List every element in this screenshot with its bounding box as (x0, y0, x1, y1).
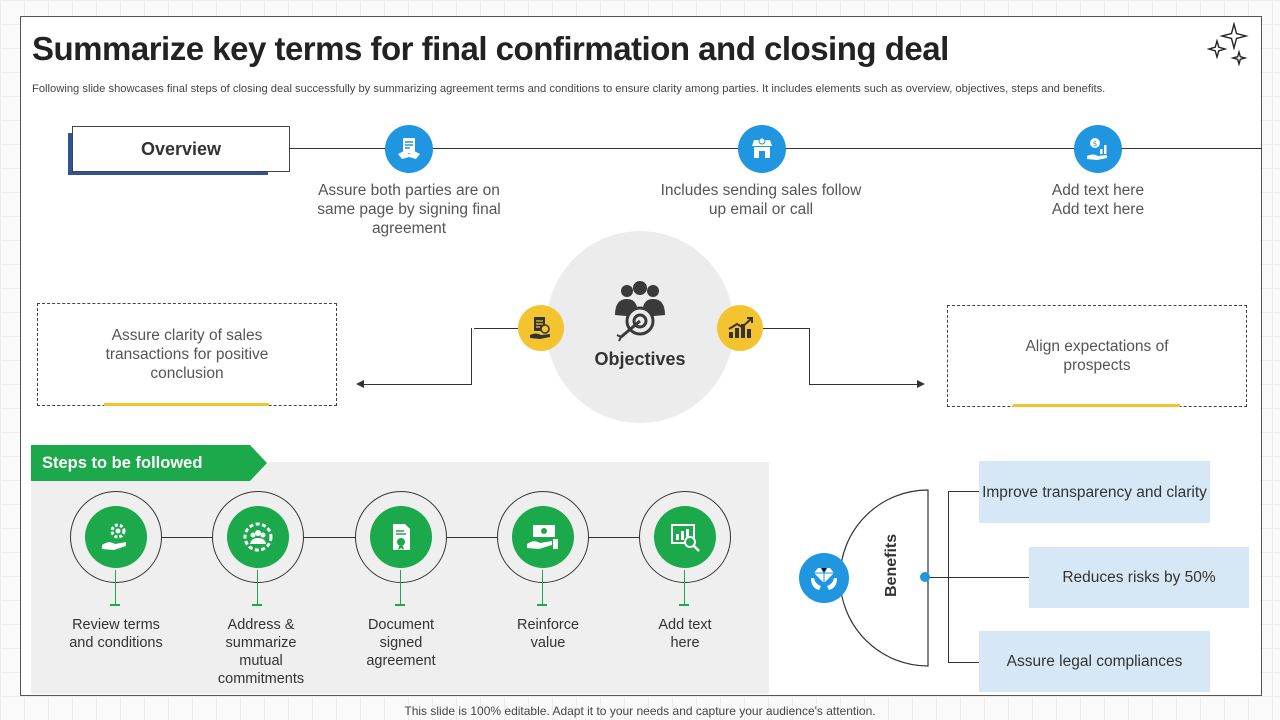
connector-line (763, 328, 810, 329)
growth-chart-icon (717, 305, 763, 351)
benefit-item: Reduces risks by 50% (1029, 547, 1249, 608)
step-stem (257, 570, 258, 604)
connector-line (362, 384, 472, 385)
step-text: Address & summarize mutual commitments (217, 617, 305, 687)
benefit-item: Improve transparency and clarity (979, 461, 1210, 523)
step-stem-foot (252, 604, 262, 606)
step-stem (400, 570, 401, 604)
overview-item-text: Add text here Add text here (1051, 182, 1145, 218)
arrow-left-icon (356, 380, 364, 388)
benefit-item: Assure legal compliances (979, 631, 1210, 692)
connector-line (809, 384, 917, 385)
connector-line (471, 328, 472, 384)
benefits-label: Benefits (883, 533, 900, 597)
document-hand-icon (518, 305, 564, 351)
objective-right-box: Align expectations of prospects (947, 305, 1247, 407)
overview-item-text: Assure both parties are on same page by … (317, 182, 501, 237)
step-stem-foot (110, 604, 120, 606)
overview-item-text: Includes sending sales follow up email o… (660, 182, 862, 218)
benefits-node-dot (920, 572, 930, 582)
objective-left-box: Assure clarity of sales transactions for… (37, 303, 337, 406)
handshake-document-icon (385, 125, 433, 173)
page-title: Summarize key terms for final confirmati… (32, 30, 949, 67)
overview-label: Overview (72, 126, 290, 172)
objectives-label: Objectives (594, 349, 686, 369)
connector-line (809, 328, 810, 384)
svg-text:$: $ (1093, 140, 1097, 148)
arrow-right-icon (917, 380, 925, 388)
step-text: Review terms and conditions (69, 617, 163, 651)
analytics-search-icon (654, 506, 716, 568)
step-stem-foot (679, 604, 689, 606)
footer-note: This slide is 100% editable. Adapt it to… (404, 704, 876, 718)
store-icon (738, 125, 786, 173)
objective-right-text: Align expectations of prospects (1025, 338, 1169, 374)
step-stem (542, 570, 543, 604)
step-stem (684, 570, 685, 604)
signed-document-icon (370, 506, 432, 568)
step-stem-foot (395, 604, 405, 606)
step-stem (115, 570, 116, 604)
benefits-bracket (948, 491, 980, 492)
page-subtitle: Following slide showcases final steps of… (32, 83, 1106, 95)
objective-right-accent (1013, 404, 1180, 407)
step-text: Reinforce value (516, 617, 580, 651)
hand-money-growth-icon: $ (1074, 125, 1122, 173)
objective-left-accent (104, 403, 269, 406)
team-target-icon (611, 279, 669, 343)
hand-cash-icon (512, 506, 574, 568)
hand-gear-icon (85, 506, 147, 568)
benefits-connector (926, 577, 1030, 578)
team-gear-icon (227, 506, 289, 568)
sparkle-icon (1206, 22, 1250, 66)
connector-line (474, 328, 518, 329)
step-stem-foot (537, 604, 547, 606)
diamond-hands-icon (799, 553, 849, 603)
objective-left-text: Assure clarity of sales transactions for… (105, 327, 269, 382)
steps-header: Steps to be followed (31, 445, 267, 481)
step-text: Add text here (658, 617, 712, 651)
step-text: Document signed agreement (366, 617, 436, 669)
benefits-bracket (948, 662, 980, 663)
